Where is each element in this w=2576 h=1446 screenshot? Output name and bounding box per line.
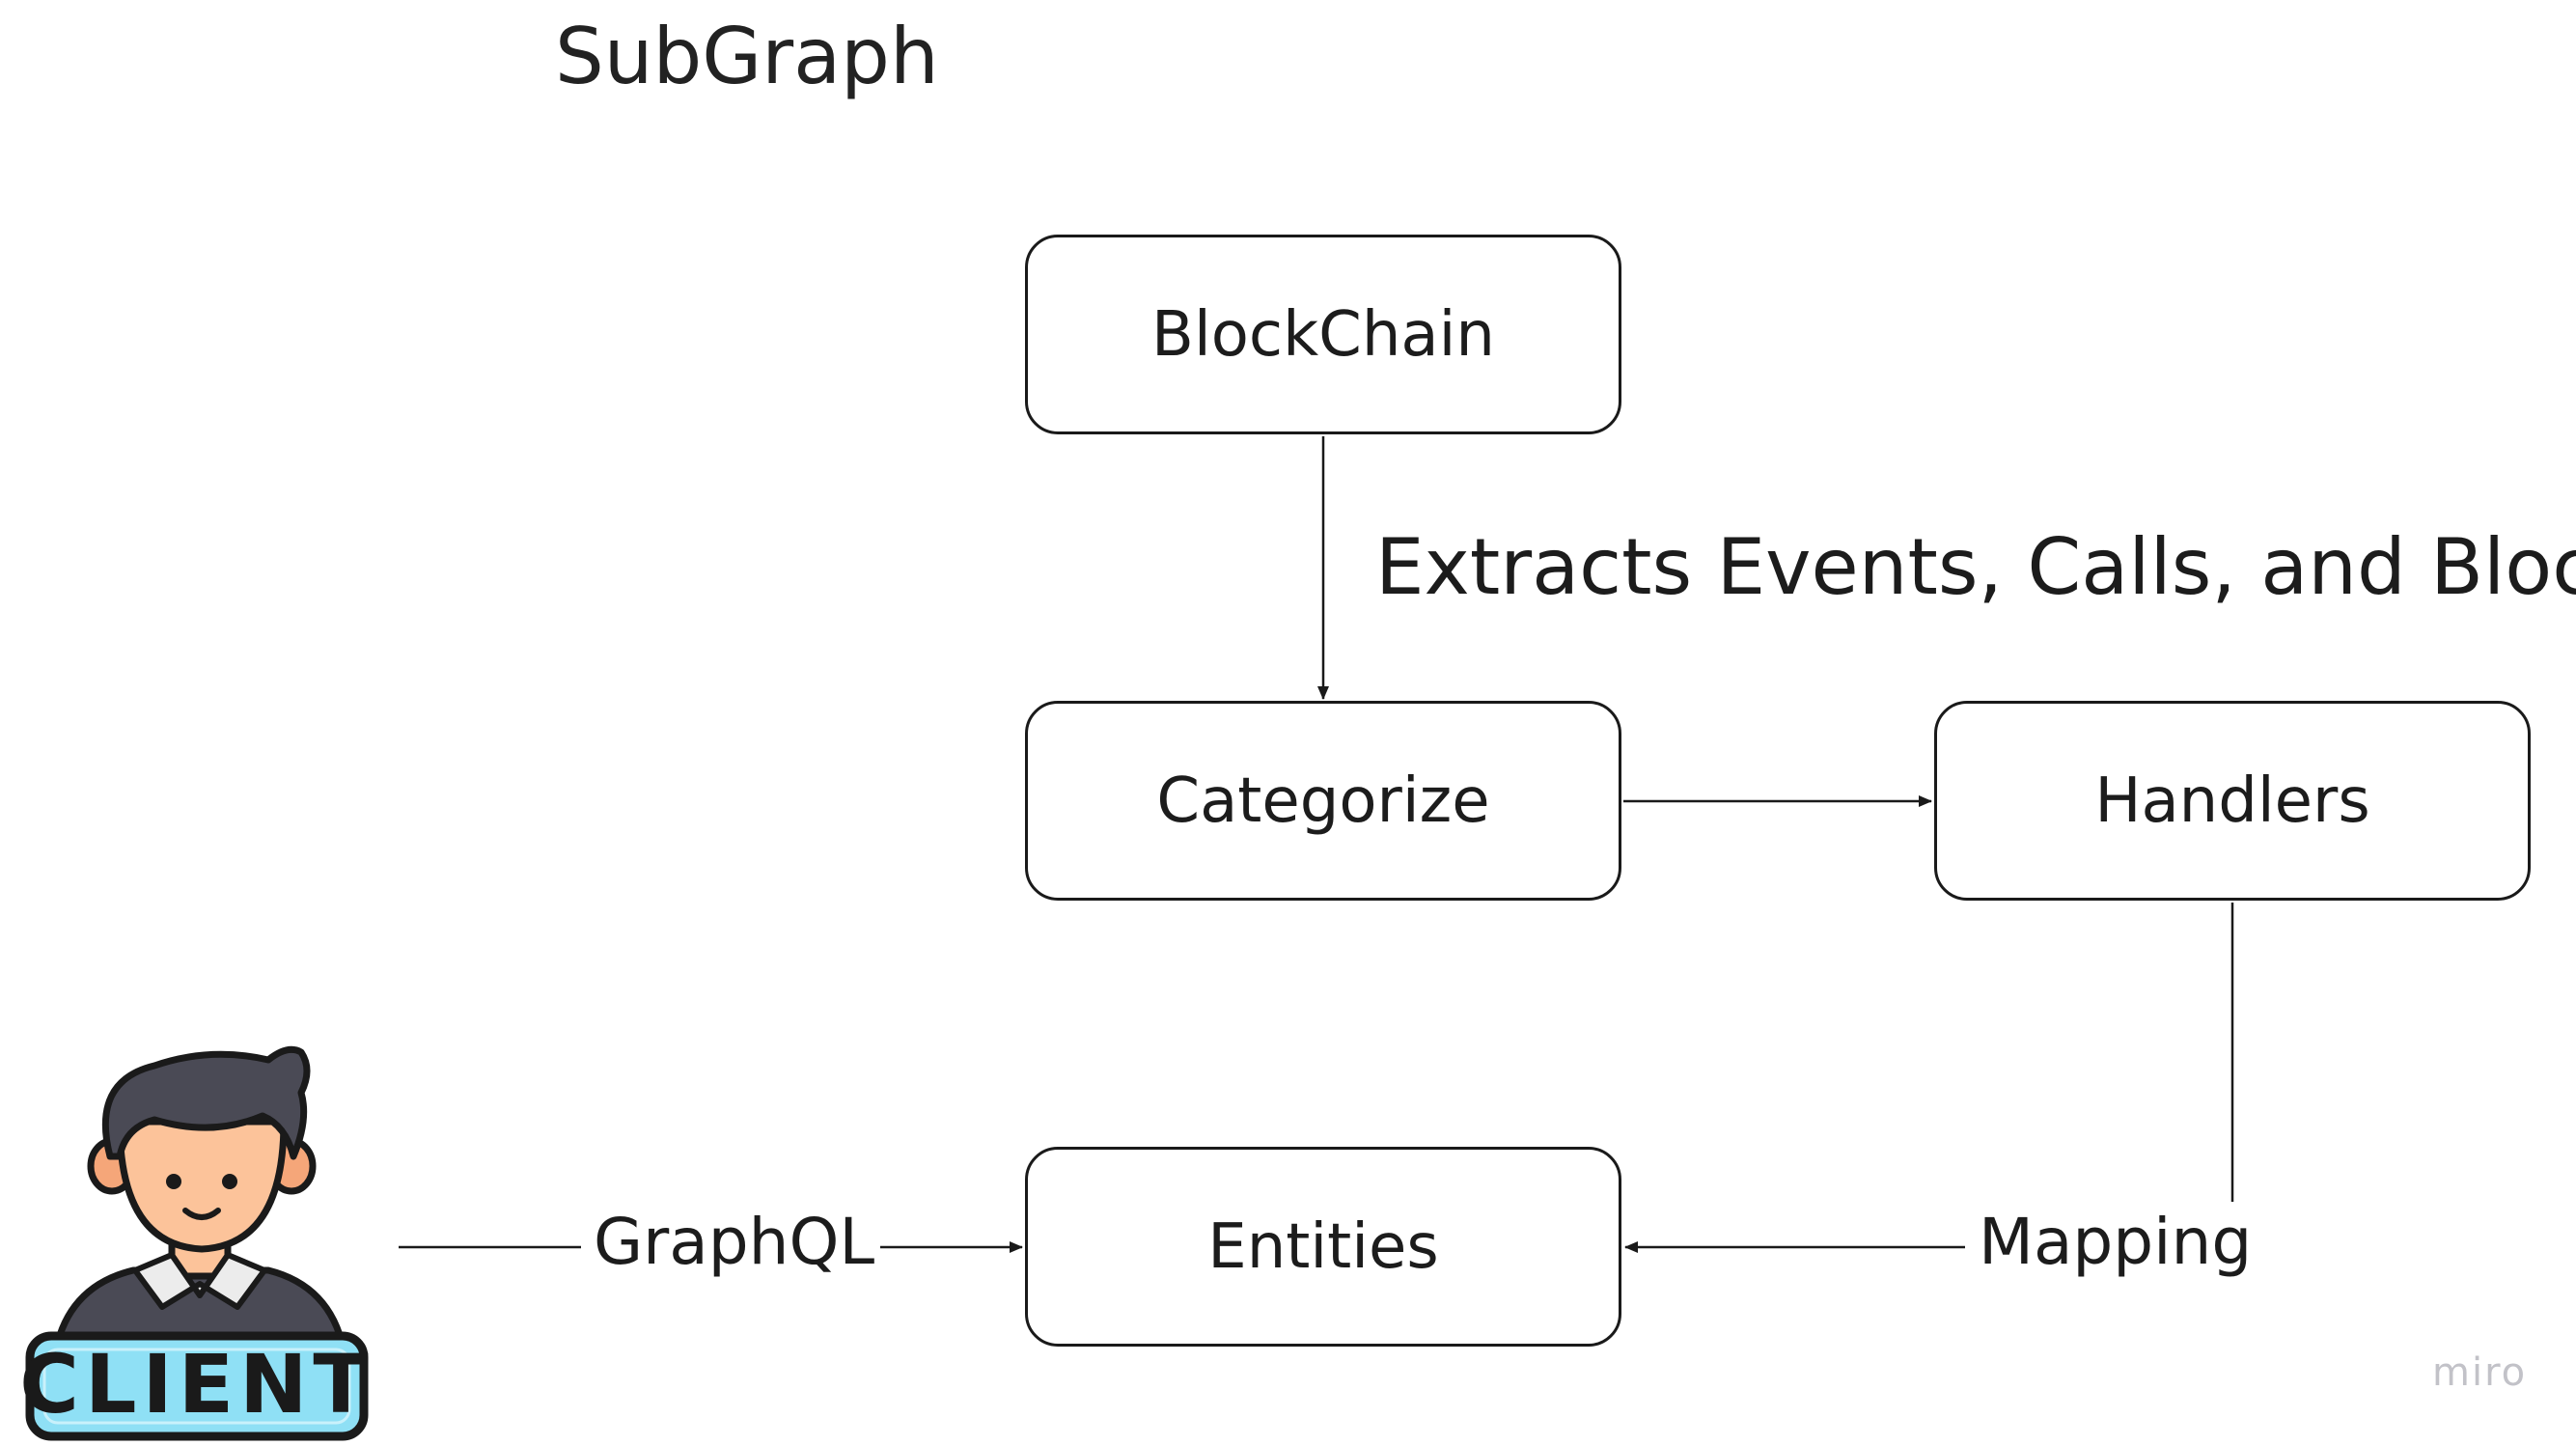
- node-handlers: Handlers: [1934, 701, 2531, 901]
- edge-label-extracts: Extracts Events, Calls, and Blocks: [1375, 519, 2576, 616]
- miro-watermark: miro: [2432, 1350, 2528, 1395]
- node-entities: Entities: [1025, 1147, 1621, 1347]
- client-person-icon: [25, 1045, 369, 1441]
- node-categorize: Categorize: [1025, 701, 1621, 901]
- diagram-title: SubGraph: [555, 12, 939, 101]
- edge-label-mapping: Mapping: [1979, 1202, 2253, 1283]
- edge-label-graphql: GraphQL: [594, 1202, 875, 1283]
- client-badge-label: CLIENT: [19, 1337, 374, 1432]
- node-blockchain: BlockChain: [1025, 235, 1621, 434]
